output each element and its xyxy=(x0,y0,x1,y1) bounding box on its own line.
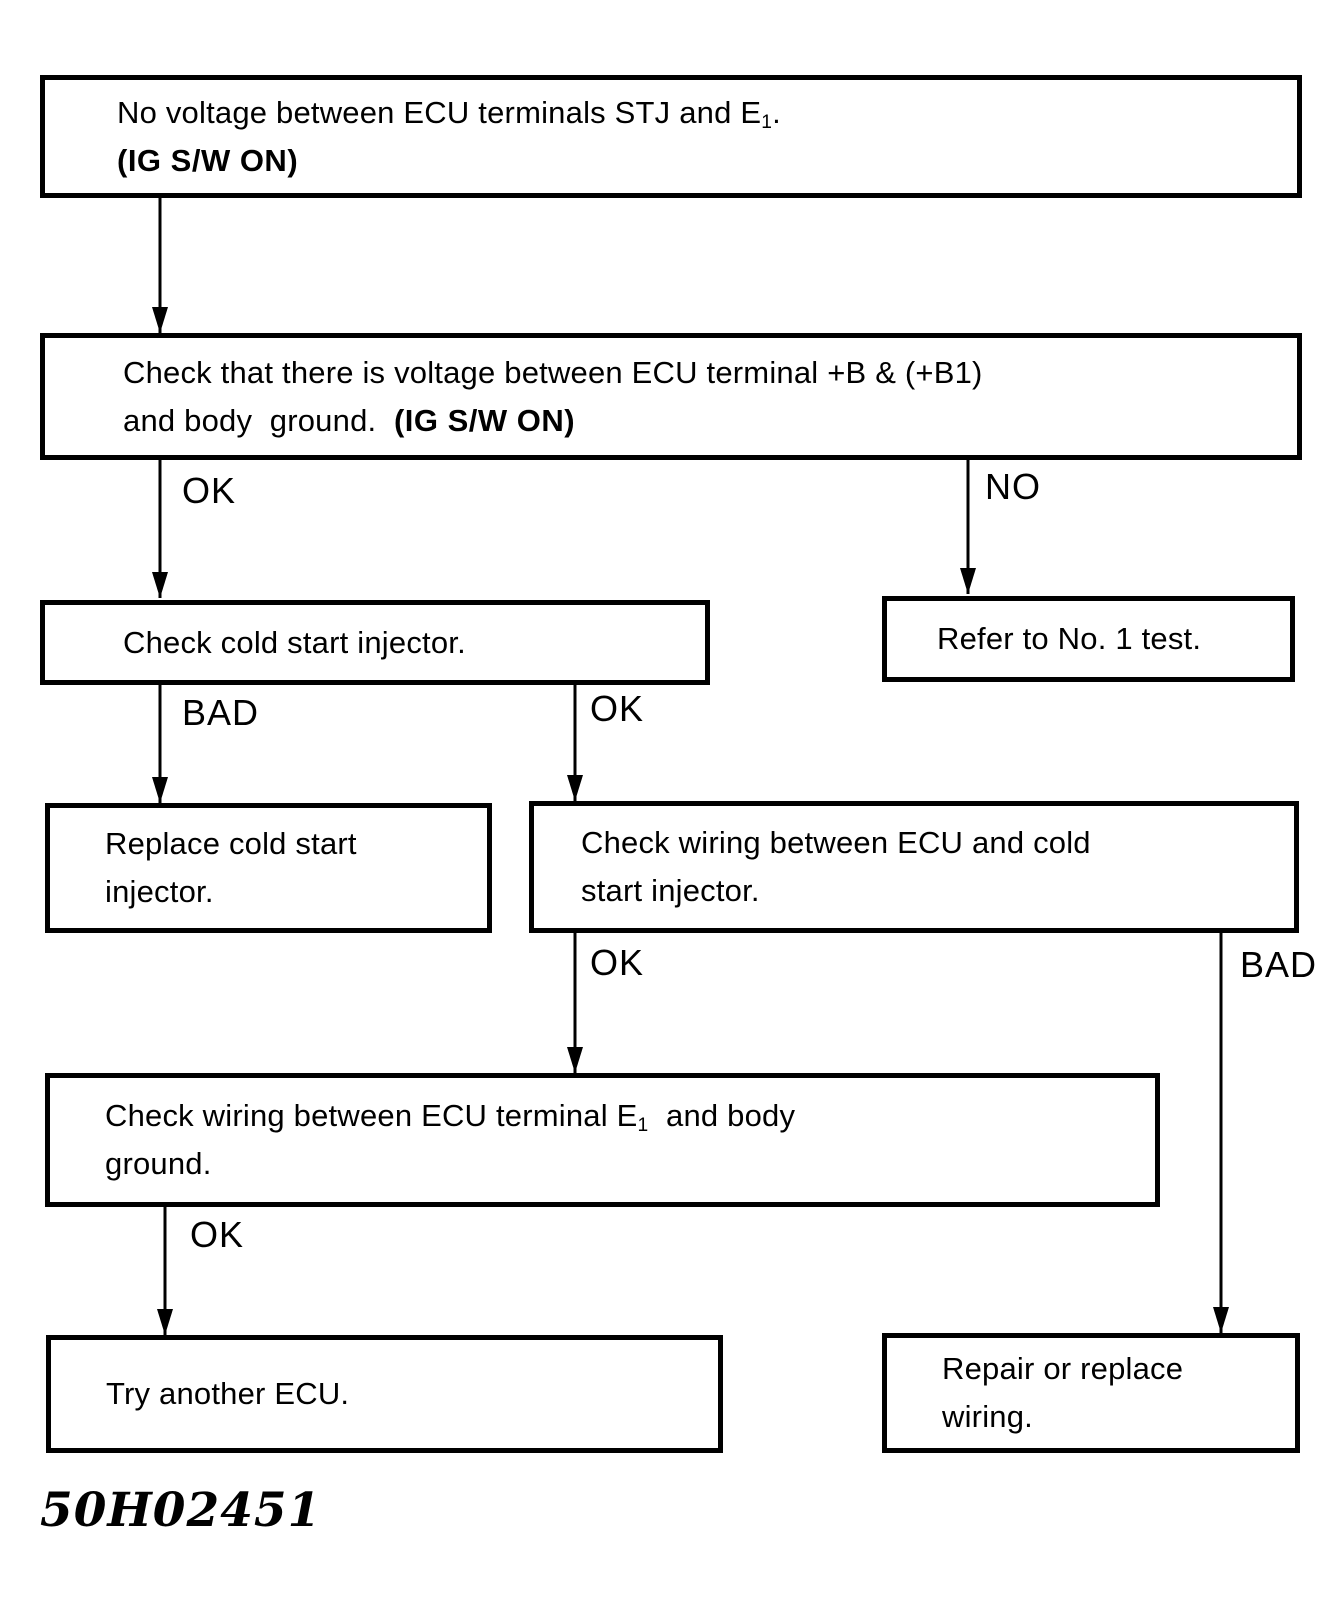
connector-check-injector-bad xyxy=(151,685,169,803)
connector-line xyxy=(158,460,162,598)
node-no-voltage-line2: (IG S/W ON) xyxy=(117,142,299,178)
arrowhead-down-icon xyxy=(1213,1307,1229,1333)
node-try-ecu-text: Try another ECU. xyxy=(106,1376,350,1411)
node-check-wiring-ground-line2: ground. xyxy=(105,1146,212,1181)
edge-label-ok: OK xyxy=(182,470,237,511)
arrowhead-down-icon xyxy=(152,777,168,803)
connector-line xyxy=(158,685,162,803)
node-check-wiring-injector: Check wiring between ECU and cold start … xyxy=(529,801,1299,933)
node-check-wiring-injector-line2: start injector. xyxy=(581,873,760,908)
arrowhead-down-icon xyxy=(567,1047,583,1073)
connector-check-voltage-ok xyxy=(151,460,169,598)
edge-label-bad: BAD xyxy=(182,692,260,733)
connector-check-voltage-no xyxy=(959,460,977,594)
node-replace-injector-line1: Replace cold start xyxy=(105,826,357,861)
node-check-injector: Check cold start injector. xyxy=(40,600,710,685)
connector-check-wiring-injector-bad xyxy=(1212,933,1230,1333)
figure-code: 50H02451 xyxy=(40,1483,322,1538)
connector-no-voltage-to-check-voltage xyxy=(151,198,169,333)
edge-label-ok: OK xyxy=(590,688,645,729)
connector-check-injector-ok xyxy=(566,685,584,801)
connector-line xyxy=(573,685,577,801)
node-repair-wiring: Repair or replace wiring. xyxy=(882,1333,1300,1453)
connector-line xyxy=(158,198,162,333)
edge-label-no: NO xyxy=(985,466,1041,507)
arrowhead-down-icon xyxy=(152,572,168,598)
node-check-wiring-ground-line1: Check wiring between ECU terminal E1 and… xyxy=(105,1098,796,1136)
node-check-wiring-ground: Check wiring between ECU terminal E1 and… xyxy=(45,1073,1160,1207)
node-repair-wiring-line2: wiring. xyxy=(942,1399,1033,1434)
node-check-injector-text: Check cold start injector. xyxy=(123,624,466,660)
arrowhead-down-icon xyxy=(157,1309,173,1335)
node-refer-test: Refer to No. 1 test. xyxy=(882,596,1295,682)
subscript-1: 1 xyxy=(637,1114,649,1136)
node-check-voltage: Check that there is voltage between ECU … xyxy=(40,333,1302,460)
connector-check-wiring-injector-ok xyxy=(566,933,584,1073)
node-replace-injector-line2: injector. xyxy=(105,874,214,909)
node-check-voltage-line1: Check that there is voltage between ECU … xyxy=(123,354,983,390)
node-check-wiring-injector-line1: Check wiring between ECU and cold xyxy=(581,825,1091,860)
connector-line xyxy=(163,1207,167,1335)
node-refer-test-text: Refer to No. 1 test. xyxy=(937,621,1202,656)
node-no-voltage: No voltage between ECU terminals STJ and… xyxy=(40,75,1302,198)
connector-check-wiring-ground-ok xyxy=(156,1207,174,1335)
arrowhead-down-icon xyxy=(960,568,976,594)
subscript-1: 1 xyxy=(761,111,773,133)
connector-line xyxy=(966,460,970,594)
node-repair-wiring-line1: Repair or replace xyxy=(942,1351,1184,1386)
arrowhead-down-icon xyxy=(152,307,168,333)
connector-line xyxy=(1219,933,1223,1333)
node-no-voltage-line1: No voltage between ECU terminals STJ and… xyxy=(117,94,781,133)
edge-label-ok: OK xyxy=(190,1214,245,1255)
edge-label-ok: OK xyxy=(590,942,645,983)
edge-label-bad: BAD xyxy=(1240,944,1318,985)
connector-line xyxy=(573,933,577,1073)
arrowhead-down-icon xyxy=(567,775,583,801)
node-replace-injector: Replace cold start injector. xyxy=(45,803,492,933)
node-try-ecu: Try another ECU. xyxy=(46,1335,723,1453)
node-check-voltage-line2: and body ground. (IG S/W ON) xyxy=(123,402,576,438)
